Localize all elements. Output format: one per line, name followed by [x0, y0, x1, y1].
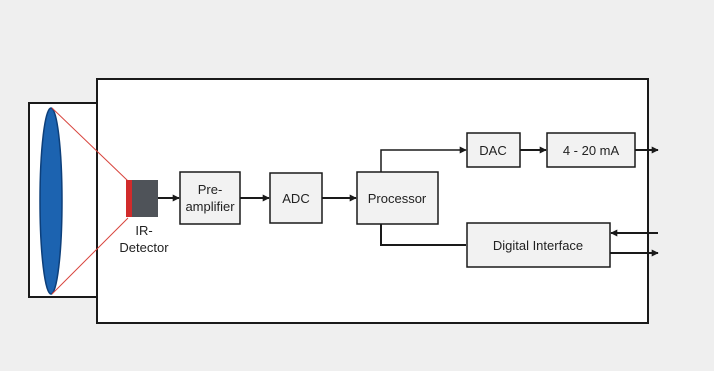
digital-interface-block	[466, 222, 611, 268]
current-output-label: 4 - 20 mA	[563, 143, 620, 158]
ir-ray-upper	[51, 107, 129, 182]
ir-detector-face	[126, 180, 132, 217]
ir-detector-label-line2: Detector	[119, 240, 169, 255]
preamplifier-label-line2: amplifier	[185, 199, 235, 214]
lens	[39, 107, 63, 295]
dac-label: DAC	[479, 143, 506, 158]
digital-interface-label: Digital Interface	[493, 238, 583, 253]
processor-label: Processor	[368, 191, 427, 206]
processor-to-dac-line	[380, 146, 467, 172]
ir-detector-label-line1: IR-	[135, 223, 152, 238]
ir-ray-lower	[51, 217, 129, 295]
preamplifier-label-line1: Pre-	[198, 182, 223, 197]
ir-detector-body	[130, 180, 158, 217]
adc-label: ADC	[282, 191, 309, 206]
preamplifier-block	[179, 171, 241, 225]
dac-block	[466, 132, 521, 168]
processor-block	[356, 171, 439, 225]
processor-to-digital-interface-line	[380, 224, 466, 246]
lens-housing	[28, 102, 98, 298]
